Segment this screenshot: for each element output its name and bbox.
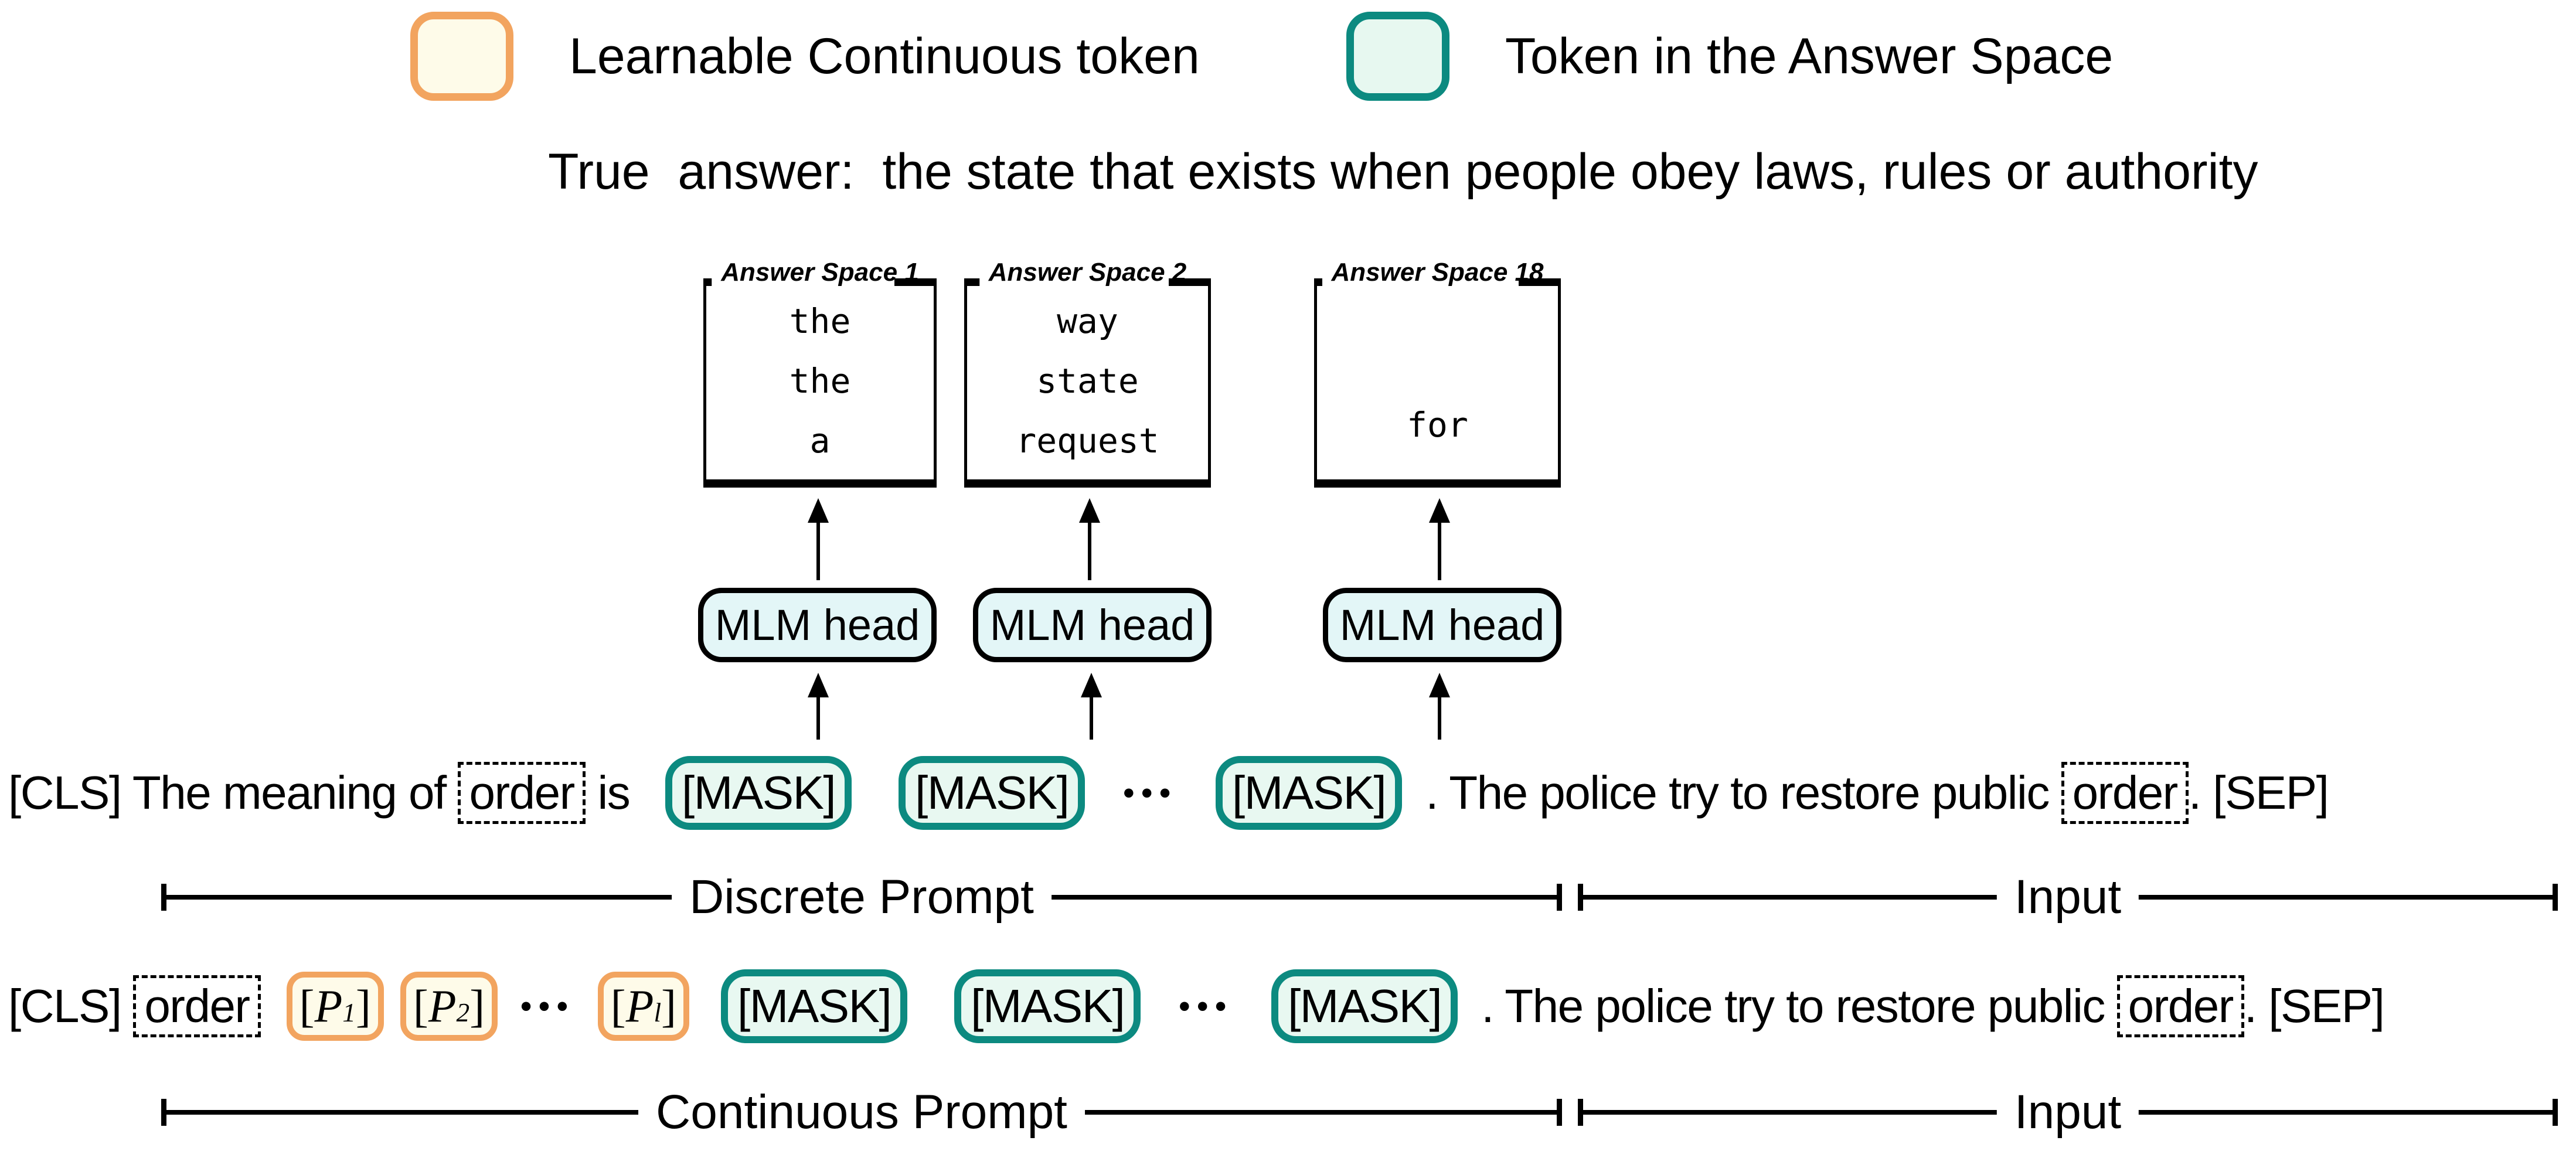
answer-token: the: [789, 301, 851, 341]
answer-space-content-1: the the a: [706, 282, 934, 479]
mask-token: [MASK]: [954, 969, 1141, 1043]
legend-label-answer-token: Token in the Answer Space: [1505, 28, 2114, 84]
legend-label-continuous-token: Learnable Continuous token: [569, 28, 1200, 84]
bracket-label-continuous: Continuous Prompt: [638, 1085, 1085, 1140]
bracket-label-input-top: Input: [1996, 870, 2139, 925]
ellipsis-dots: •••: [1179, 989, 1234, 1024]
answer-space-title-1: Answer Space 1: [712, 258, 928, 287]
continuous-cls-text: [CLS]: [8, 980, 134, 1032]
bracket-cap: [1578, 884, 1583, 911]
p-token-sub: 2: [456, 998, 470, 1027]
bracket-label-input-bottom: Input: [1996, 1085, 2139, 1140]
bracket-cap: [1578, 1099, 1583, 1126]
ellipsis-dots: •••: [520, 989, 575, 1024]
mask-token: [MASK]: [1216, 756, 1403, 830]
mask-token: [MASK]: [899, 756, 1085, 830]
mlm-head-3: MLM head: [1323, 588, 1561, 662]
bracket-cap: [1557, 884, 1562, 911]
order-dashed-token: order: [2116, 975, 2244, 1037]
p-token-2: [P2]: [400, 972, 498, 1041]
discrete-is-text: is: [585, 767, 642, 819]
p-token-close: ]: [661, 980, 676, 1031]
legend-swatch-answer-token: [1346, 12, 1449, 101]
p-token-open: [: [610, 980, 626, 1031]
bracket-input-top: Input: [1578, 870, 2558, 925]
sentence-row-discrete: [CLS] The meaning of order is [MASK] [MA…: [8, 749, 2329, 837]
bracket-input-bottom: Input: [1578, 1085, 2558, 1140]
answer-space-content-18: for: [1317, 282, 1558, 479]
order-dashed-token: order: [133, 975, 261, 1037]
arrow-shaft: [816, 694, 820, 740]
answer-token: for: [1407, 405, 1468, 445]
p-token-close: ]: [355, 980, 371, 1031]
legend-swatch-continuous-token: [410, 12, 513, 101]
answer-space-box-1: Answer Space 1 the the a: [703, 258, 937, 488]
discrete-input-text: . The police try to restore public: [1425, 767, 2061, 819]
continuous-input-text: . The police try to restore public: [1481, 980, 2117, 1032]
p-token-sub: 1: [342, 998, 356, 1027]
arrow-shaft: [1438, 519, 1441, 580]
p-token-base: P: [428, 980, 457, 1031]
p-token-l: [Pl]: [597, 972, 689, 1041]
bracket-cap: [2553, 1099, 2558, 1126]
p-token-open: [: [413, 980, 428, 1031]
arrowhead-icon: [1079, 498, 1100, 523]
arrowhead-icon: [1429, 673, 1450, 697]
order-dashed-token: order: [458, 762, 586, 824]
p-token-1: [P1]: [286, 972, 384, 1041]
p-token-open: [: [299, 980, 315, 1031]
answer-space-title-2: Answer Space 2: [979, 258, 1196, 287]
mlm-head-1: MLM head: [698, 588, 937, 662]
bracket-cap: [1557, 1099, 1562, 1126]
arrow-shaft: [1088, 519, 1091, 580]
arrowhead-icon: [1429, 498, 1450, 523]
legend: Learnable Continuous token Token in the …: [410, 12, 2113, 101]
answer-space-box-2: Answer Space 2 way state request: [964, 258, 1211, 488]
mlm-head-2: MLM head: [973, 588, 1212, 662]
arrow-shaft: [1090, 694, 1093, 740]
p-token-base: P: [314, 980, 343, 1031]
bracket-cap: [2553, 884, 2558, 911]
ellipsis-dots: •••: [1123, 775, 1178, 811]
answer-token: state: [1036, 361, 1139, 401]
answer-space-content-2: way state request: [967, 282, 1208, 479]
continuous-end-text: . [SEP]: [2244, 980, 2385, 1032]
answer-token: request: [1016, 421, 1159, 461]
bracket-continuous-prompt: Continuous Prompt: [161, 1085, 1562, 1140]
mask-token: [MASK]: [665, 756, 852, 830]
bracket-discrete-prompt: Discrete Prompt: [161, 870, 1562, 925]
arrowhead-icon: [1081, 673, 1102, 697]
mask-token: [MASK]: [721, 969, 908, 1043]
true-answer-text: True answer: the state that exists when …: [548, 144, 2258, 200]
bracket-cap: [161, 884, 166, 911]
p-token-sub: l: [654, 998, 662, 1027]
answer-token: a: [809, 421, 831, 461]
answer-space-title-18: Answer Space 18: [1322, 258, 1553, 287]
discrete-end-text: . [SEP]: [2188, 767, 2329, 819]
arrow-shaft: [816, 519, 820, 580]
sentence-row-continuous: [CLS] order [P1] [P2] ••• [Pl] [MASK] [M…: [8, 962, 2385, 1050]
order-dashed-token: order: [2061, 762, 2189, 824]
arrowhead-icon: [808, 498, 829, 523]
bracket-label-discrete: Discrete Prompt: [672, 870, 1052, 925]
answer-token: way: [1057, 301, 1118, 341]
arrow-shaft: [1438, 694, 1441, 740]
p-token-close: ]: [469, 980, 485, 1031]
p-token-base: P: [625, 980, 654, 1031]
answer-space-box-18: Answer Space 18 for: [1314, 258, 1561, 488]
answer-token: the: [789, 361, 851, 401]
arrowhead-icon: [808, 673, 829, 697]
discrete-prefix-text: [CLS] The meaning of: [8, 767, 458, 819]
mask-token: [MASK]: [1271, 969, 1458, 1043]
bracket-cap: [161, 1099, 166, 1126]
